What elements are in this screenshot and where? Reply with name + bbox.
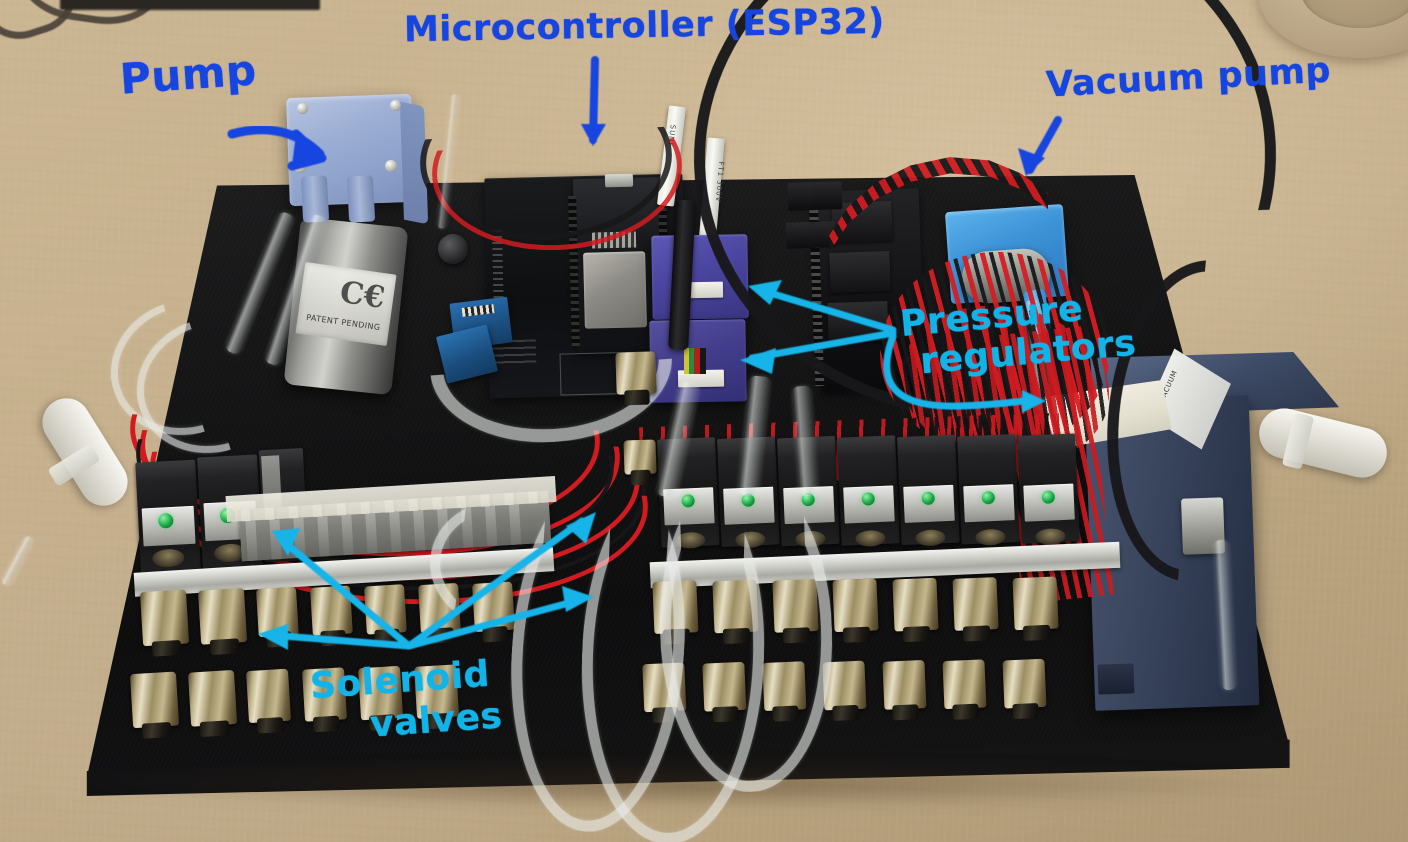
valve-outlet-hole (975, 528, 1006, 546)
brass-fitting (762, 661, 807, 712)
label-pump: Pump (118, 45, 259, 104)
pump-port-2 (346, 175, 376, 223)
pump-head-screw-3 (294, 161, 306, 173)
brass-fitting (129, 671, 180, 729)
terminal-tooth (293, 515, 306, 559)
terminal-tooth (269, 517, 282, 560)
brass-fitting (882, 659, 927, 710)
brass-fitting (1002, 658, 1047, 709)
valve-outlet-hole (855, 529, 886, 548)
valve-outlet-hole (1035, 527, 1066, 546)
brass-fitting (197, 587, 248, 645)
terminal-tooth (317, 514, 330, 557)
brass-fitting (245, 668, 292, 724)
pump-head-screw-1 (297, 103, 308, 114)
brass-fitting (892, 577, 939, 632)
terminal-tooth (245, 518, 258, 562)
terminal-tooth (484, 503, 498, 547)
pump-head-screw-2 (390, 100, 401, 111)
brass-fitting (364, 584, 407, 635)
valve-outlet-hole (735, 531, 766, 549)
brass-fitting (187, 669, 238, 727)
terminal-tooth (341, 512, 354, 556)
terminal-tooth (389, 509, 402, 553)
pump-motor-ce-mark: C€ (337, 275, 387, 316)
brass-fitting (952, 577, 999, 631)
brass-fitting (1012, 576, 1059, 631)
terminal-tooth (508, 502, 522, 545)
background-panel (60, 0, 320, 10)
center-brass-fitting-2 (623, 439, 657, 475)
brass-fitting (472, 581, 515, 632)
terminal-tooth (365, 511, 378, 554)
esp32-shield-can (583, 251, 647, 329)
pump-head-screw-4 (385, 160, 397, 172)
brass-fitting (139, 589, 190, 647)
brass-fitting (255, 586, 299, 638)
baseplate-shadow (80, 760, 1280, 808)
brass-fitting (942, 659, 987, 710)
terminal-tooth (412, 508, 426, 551)
valve-outlet-hole (915, 529, 946, 547)
brass-fitting (832, 578, 879, 633)
label-microcontroller: Microcontroller (ESP32) (403, 1, 886, 51)
brass-fitting (309, 585, 353, 636)
center-brass-fitting (615, 351, 657, 395)
regulator-ribbon-cable (684, 348, 706, 374)
